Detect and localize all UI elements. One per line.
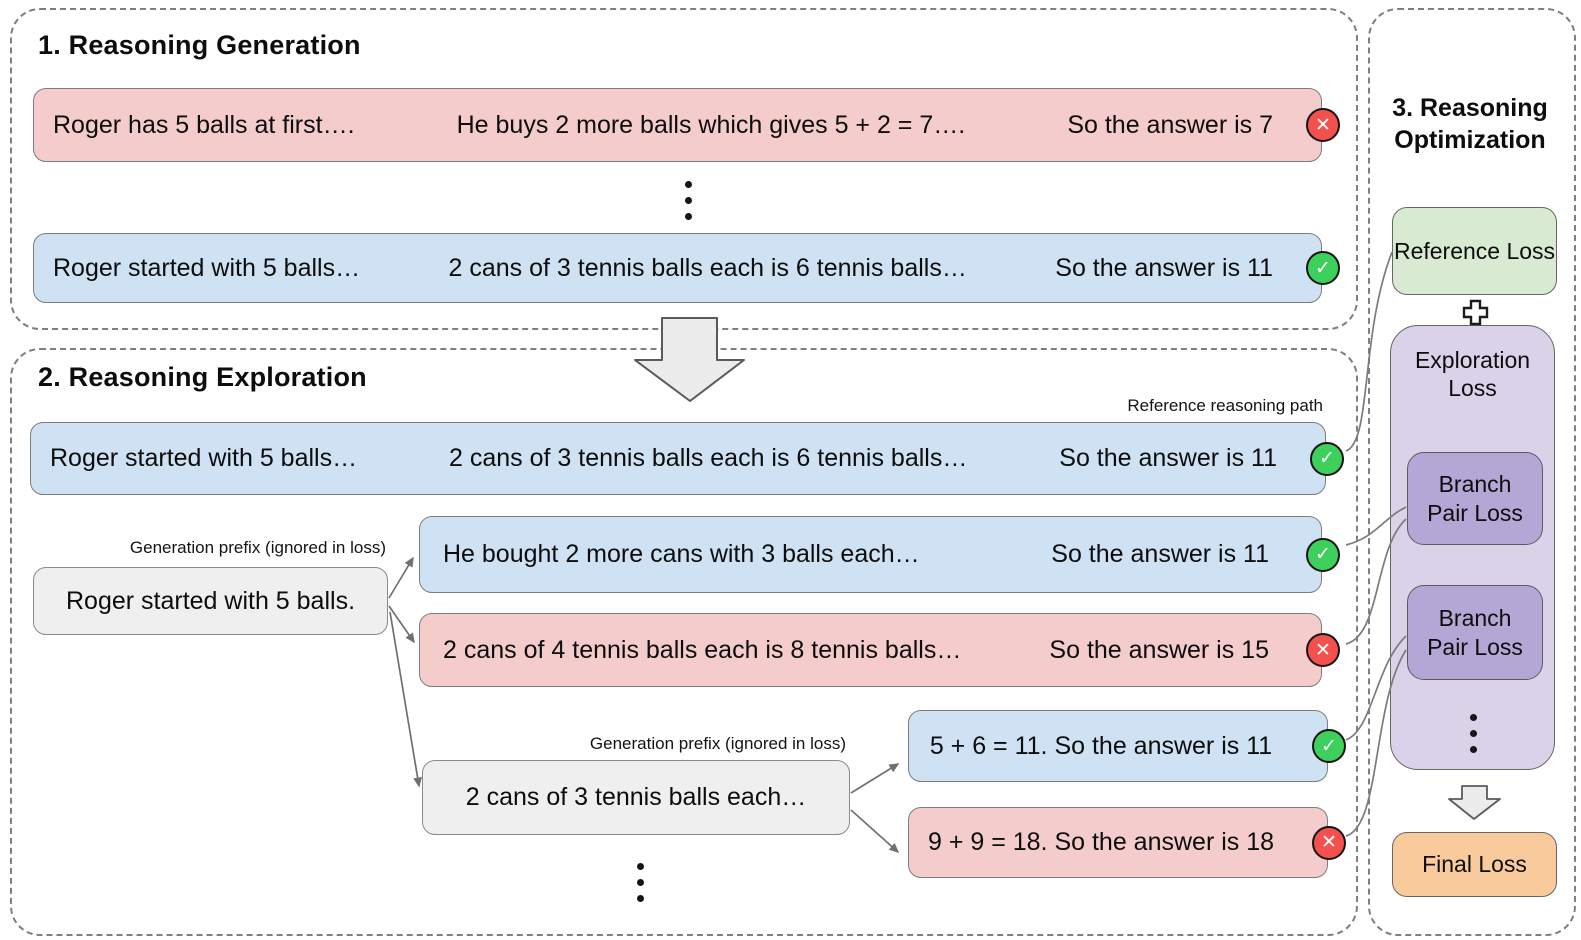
exploration-title: 2. Reasoning Exploration: [38, 362, 367, 392]
branch-correct-row-2: 5 + 6 = 11. So the answer is 11 ✓: [908, 710, 1346, 782]
branch-correct-1-answer: So the answer is 11: [1051, 540, 1269, 568]
generation-ellipsis-icon: [685, 181, 692, 220]
correct-answer-icon: ✓: [1306, 251, 1340, 285]
correct-path-answer: So the answer is 11: [1055, 253, 1273, 282]
exploration-loss-label: Exploration Loss: [1414, 347, 1531, 402]
correct-path-reasoning: 2 cans of 3 tennis balls each is 6 tenni…: [448, 253, 967, 282]
generation-prefix-label-1: Generation prefix (ignored in loss): [129, 538, 386, 557]
correct-answer-icon: ✓: [1306, 537, 1340, 572]
optimization-ellipsis-icon: [1470, 714, 1477, 753]
section-reasoning-optimization: [1368, 8, 1576, 936]
branch-pair-loss-box-2: Branch Pair Loss: [1407, 585, 1543, 680]
generation-wrong-path-row: Roger has 5 balls at first…. He buys 2 m…: [33, 88, 1340, 162]
prefix-2-text: 2 cans of 3 tennis balls each…: [465, 783, 807, 811]
correct-answer-icon: ✓: [1312, 729, 1346, 763]
wrong-answer-icon: ✕: [1306, 108, 1340, 142]
wrong-answer-icon: ✕: [1312, 825, 1346, 860]
branch-wrong-1-answer: So the answer is 15: [1049, 635, 1269, 664]
generation-title: 1. Reasoning Generation: [38, 30, 361, 60]
correct-answer-icon: ✓: [1310, 441, 1344, 476]
generation-prefix-box-1: Roger started with 5 balls.: [33, 567, 388, 635]
prefix-1-text: Roger started with 5 balls.: [65, 586, 356, 615]
correct-path-prefix: Roger started with 5 balls…: [53, 253, 361, 282]
wrong-path-prefix: Roger has 5 balls at first….: [53, 110, 355, 139]
optimization-title: 3. Reasoning Optimization: [1392, 94, 1548, 154]
reference-loss-label: Reference Loss: [1393, 237, 1556, 264]
reference-reasoning-path-label: Reference reasoning path: [1127, 396, 1323, 415]
final-loss-label: Final Loss: [1422, 851, 1527, 878]
branch-wrong-row-1: 2 cans of 4 tennis balls each is 8 tenni…: [419, 613, 1340, 687]
branch-pair-loss-label: Branch Pair Loss: [1427, 471, 1523, 526]
branch-wrong-2-text: 9 + 9 = 18. So the answer is 18: [927, 828, 1275, 856]
branch-correct-1-reasoning: He bought 2 more cans with 3 balls each…: [443, 540, 920, 568]
generation-prefix-box-2: 2 cans of 3 tennis balls each…: [422, 760, 850, 835]
wrong-path-reasoning: He buys 2 more balls which gives 5 + 2 =…: [456, 110, 966, 139]
final-loss-box: Final Loss: [1392, 832, 1557, 897]
branch-pair-loss-label: Branch Pair Loss: [1427, 605, 1523, 660]
reference-answer: So the answer is 11: [1059, 444, 1277, 472]
reference-reasoning-path-row: Roger started with 5 balls… 2 cans of 3 …: [30, 422, 1344, 495]
reference-reasoning: 2 cans of 3 tennis balls each is 6 tenni…: [449, 444, 968, 472]
generation-correct-path-row: Roger started with 5 balls… 2 cans of 3 …: [33, 233, 1340, 303]
branch-wrong-1-reasoning: 2 cans of 4 tennis balls each is 8 tenni…: [443, 635, 962, 664]
reference-prefix: Roger started with 5 balls…: [50, 444, 358, 472]
wrong-answer-icon: ✕: [1306, 633, 1340, 667]
wrong-path-answer: So the answer is 7: [1067, 110, 1273, 139]
branch-wrong-row-2: 9 + 9 = 18. So the answer is 18 ✕: [908, 807, 1346, 878]
branch-correct-2-text: 5 + 6 = 11. So the answer is 11: [929, 731, 1273, 760]
generation-prefix-label-2: Generation prefix (ignored in loss): [589, 734, 846, 753]
branch-pair-loss-box-1: Branch Pair Loss: [1407, 452, 1543, 545]
exploration-loss-box: Exploration Loss: [1390, 325, 1555, 770]
exploration-ellipsis-icon: [637, 863, 644, 902]
branch-correct-row-1: He bought 2 more cans with 3 balls each……: [419, 516, 1340, 593]
reference-loss-box: Reference Loss: [1392, 207, 1557, 295]
